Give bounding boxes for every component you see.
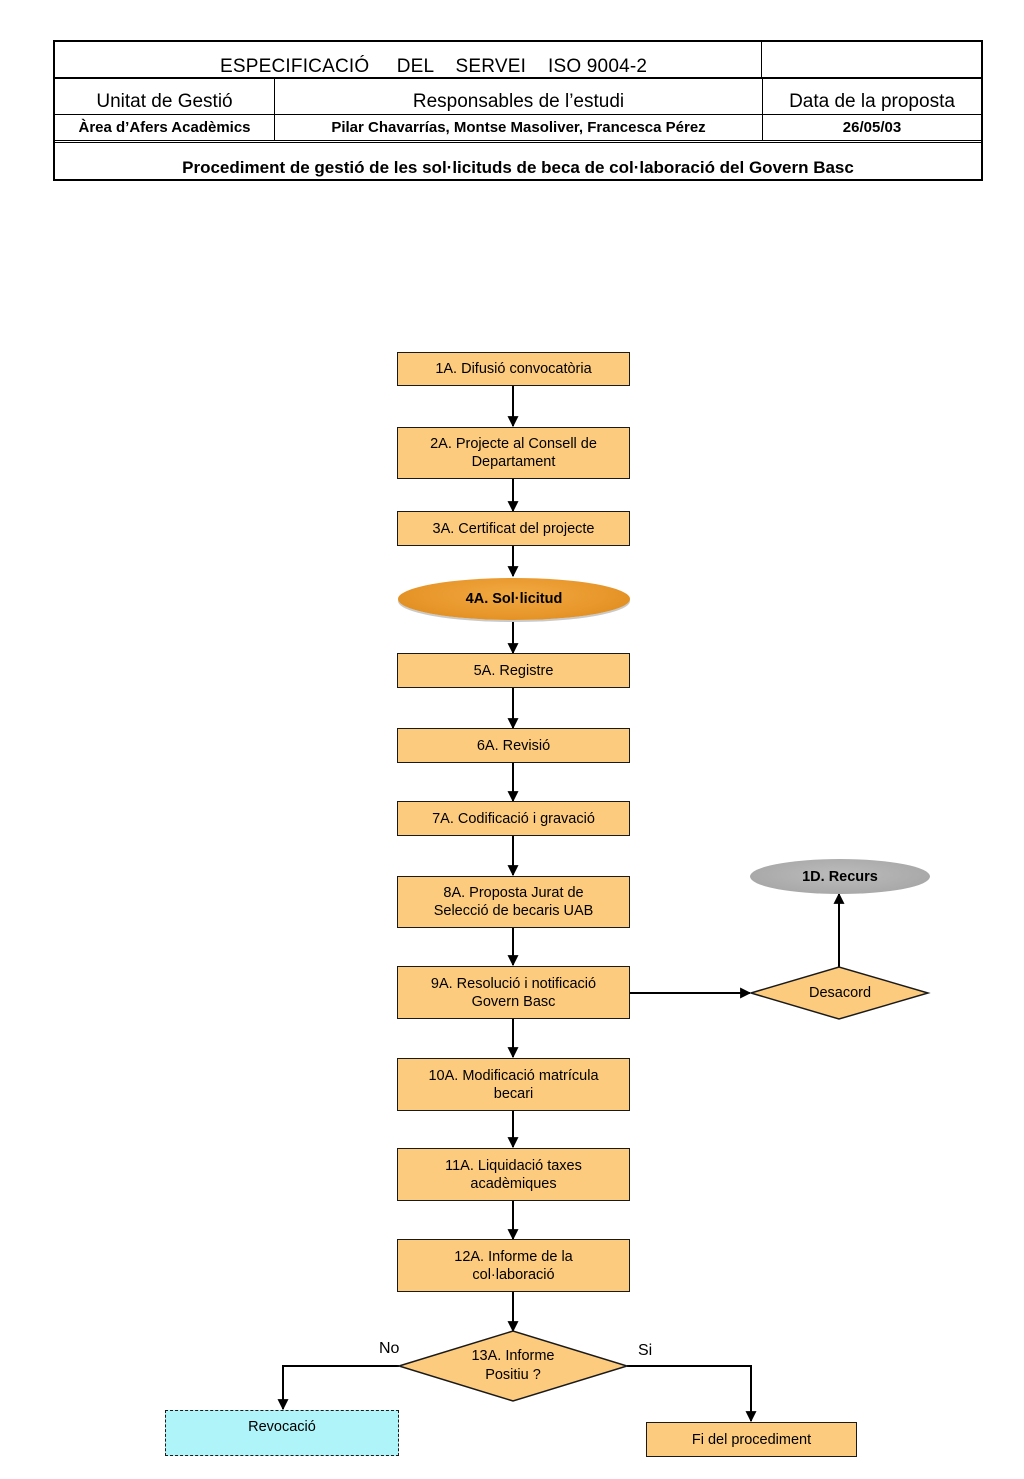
responsibles-label: Responsables de l’estudi — [275, 79, 763, 114]
header-table: ESPECIFICACIÓ DEL SERVEI ISO 9004-2 Unit… — [53, 40, 983, 181]
step-5-box: 5A. Registre — [397, 653, 630, 688]
header-labels-row: Unitat de Gestió Responsables de l’estud… — [55, 79, 981, 115]
responsibles-value: Pilar Chavarrías, Montse Masoliver, Fran… — [275, 115, 763, 140]
unit-value: Àrea d’Afers Acadèmics — [55, 115, 275, 140]
desacord-label: Desacord — [808, 984, 872, 1001]
arrow-13-si-fi — [627, 1365, 757, 1423]
si-branch-label: Si — [638, 1342, 653, 1359]
step-6-box: 6A. Revisió — [397, 728, 630, 763]
decision-13-label: 13A. Informe Positiu ? — [471, 1348, 555, 1383]
recurs-ellipse: 1D. Recurs — [750, 859, 930, 894]
proposal-date-label: Data de la proposta — [789, 91, 955, 112]
header-title-divider — [761, 42, 762, 77]
step-1-box: 1A. Difusió convocatòria — [397, 352, 630, 386]
desacord-diamond — [748, 966, 931, 1020]
revocacio-box: Revocació — [165, 1410, 399, 1456]
step-4-start-ellipse: 4A. Sol·licitud — [398, 578, 630, 620]
step-3-box: 3A. Certificat del projecte — [397, 511, 630, 546]
step-2-box: 2A. Projecte al Consell de Departament — [397, 427, 630, 479]
step-8-box: 8A. Proposta Jurat de Selecció de becari… — [397, 876, 630, 928]
unit-label: Unitat de Gestió — [55, 79, 275, 114]
step-11-box: 11A. Liquidació taxes acadèmiques — [397, 1148, 630, 1201]
arrow-13-no-revocacio — [277, 1365, 399, 1411]
header-title-row: ESPECIFICACIÓ DEL SERVEI ISO 9004-2 — [55, 42, 981, 79]
decision-13-diamond — [396, 1330, 630, 1402]
procedure-title: Procediment de gestió de les sol·licitud… — [182, 158, 854, 177]
no-branch-label: No — [379, 1340, 400, 1357]
proposal-date-value: 26/05/03 — [842, 119, 902, 136]
header-title: ESPECIFICACIÓ DEL SERVEI ISO 9004-2 — [220, 56, 648, 77]
step-12-box: 12A. Informe de la col·laboració — [397, 1239, 630, 1292]
step-9-box: 9A. Resolució i notificació Govern Basc — [397, 966, 630, 1019]
step-7-box: 7A. Codificació i gravació — [397, 801, 630, 836]
header-values-row: Àrea d’Afers Acadèmics Pilar Chavarrías,… — [55, 115, 981, 143]
procedure-row: Procediment de gestió de les sol·licitud… — [55, 143, 981, 181]
fi-procediment-box: Fi del procediment — [646, 1422, 857, 1457]
step-10-box: 10A. Modificació matrícula becari — [397, 1058, 630, 1111]
